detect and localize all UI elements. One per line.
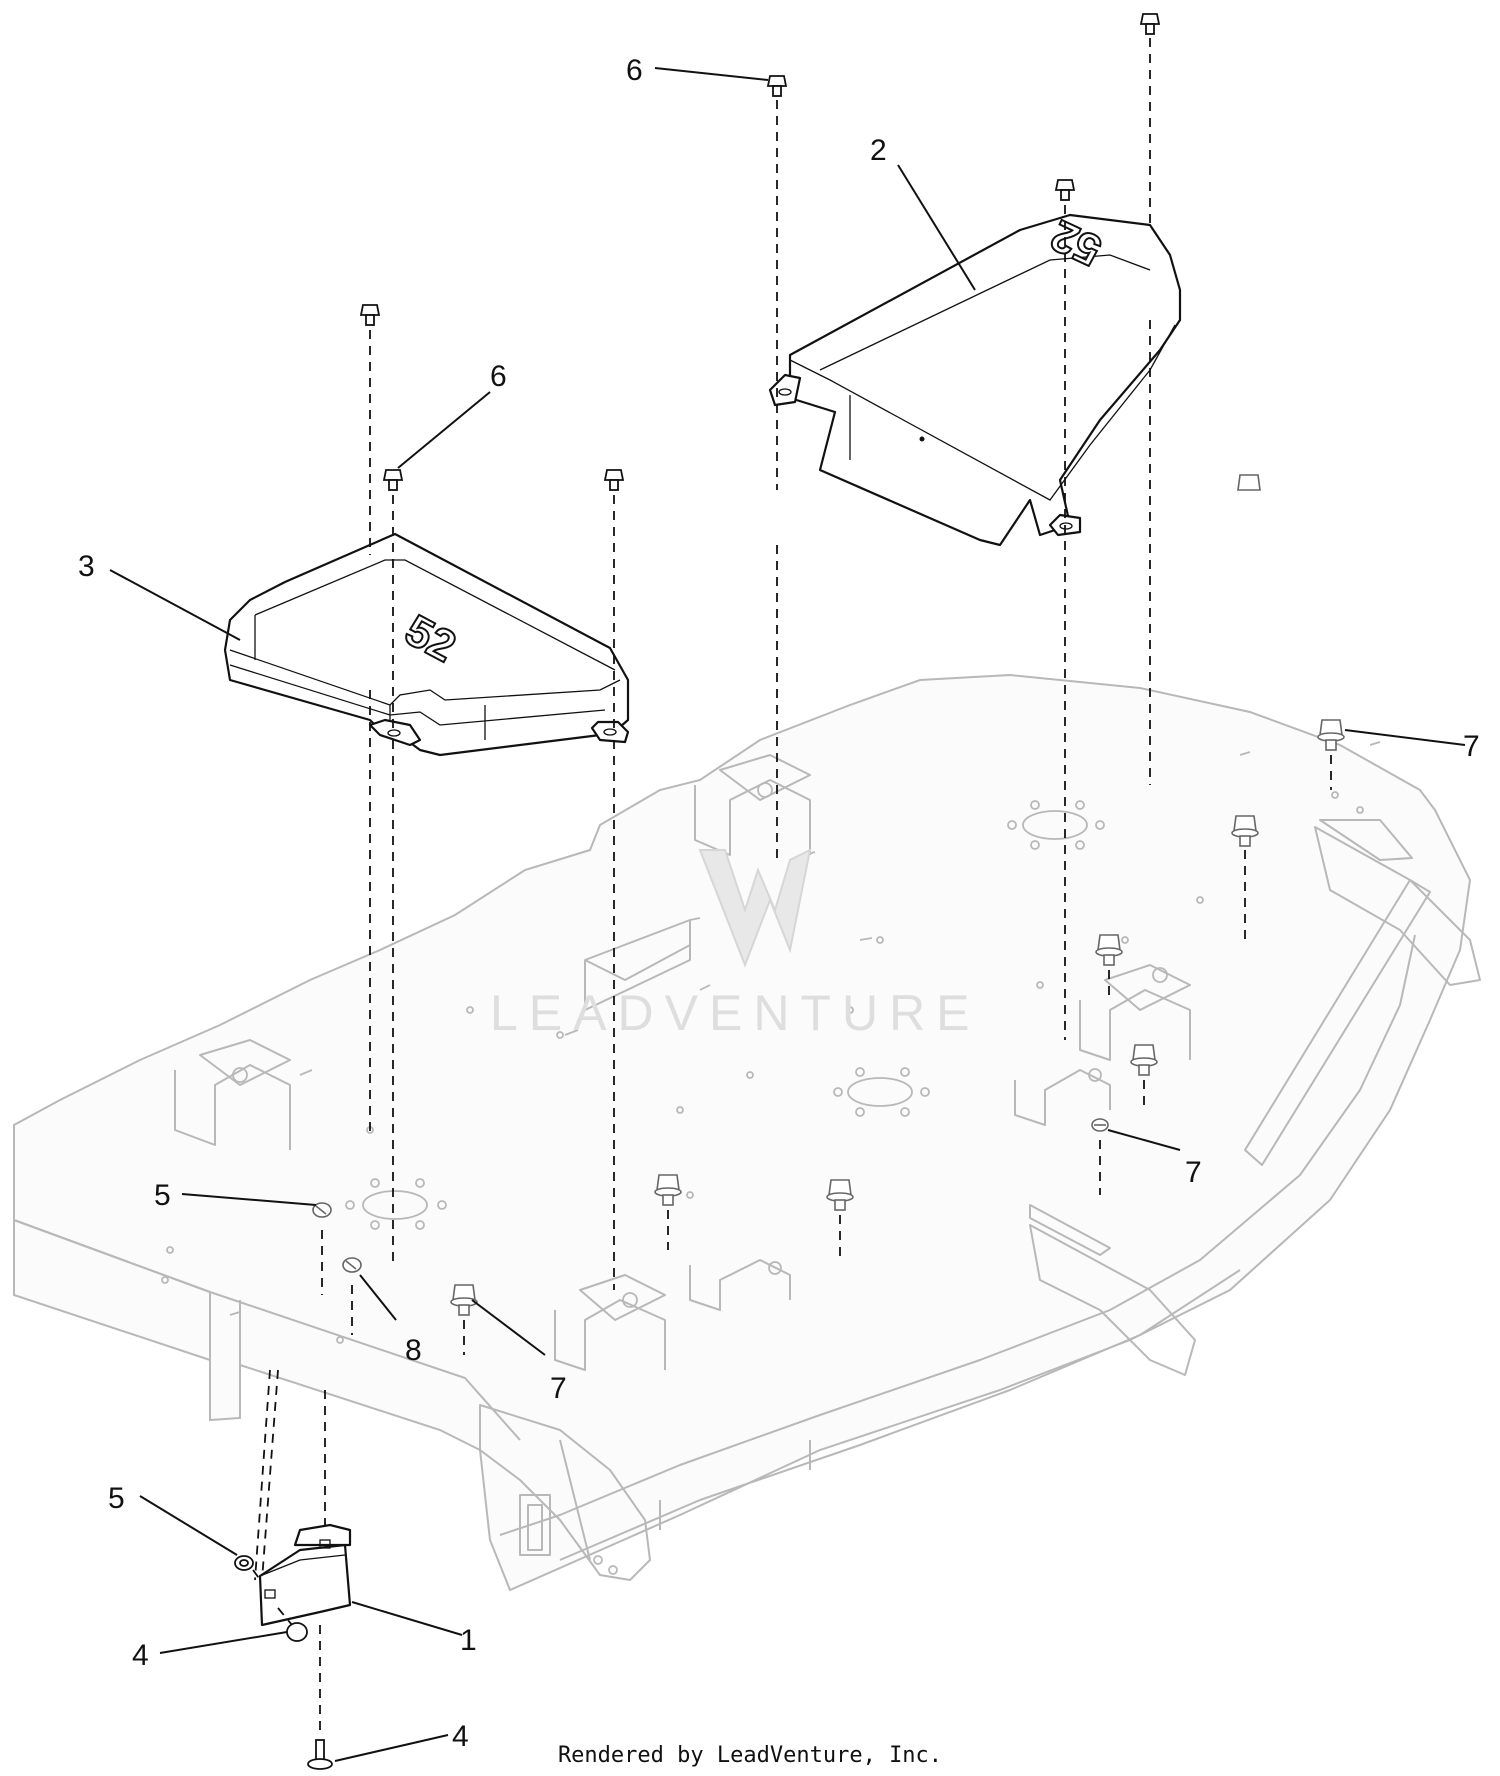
callout-7-right: 7: [1463, 730, 1480, 763]
callout-5-upper: 5: [154, 1179, 171, 1212]
render-credit: Rendered by LeadVenture, Inc.: [558, 1743, 942, 1768]
shield-bracket: [258, 1523, 352, 1627]
callout-5-lower: 5: [108, 1482, 125, 1515]
pin-4: [277, 1607, 308, 1642]
callout-7-left: 7: [550, 1372, 567, 1405]
flange-bolt-7-left: [450, 1284, 478, 1316]
bolt-far-right: [1139, 13, 1161, 35]
flange-bolt-7-c: [1130, 1044, 1158, 1076]
callout-3: 3: [78, 550, 95, 583]
right-belt-cover: 52: [768, 209, 1182, 547]
flange-bolt-7-a: [1231, 815, 1259, 847]
clip-8: [342, 1257, 362, 1273]
callout-8: 8: [405, 1334, 422, 1367]
callout-numbers: 6 2 6 3 7 7 5 8 7 5 1 4 4: [78, 54, 1480, 1753]
watermark: LEADVENTURE: [490, 848, 981, 1041]
callout-2: 2: [870, 134, 887, 167]
bolt-6-top: [766, 75, 788, 97]
callout-4-bottom: 4: [452, 1720, 469, 1753]
flange-bolt-right-2: [1237, 474, 1261, 491]
left-belt-cover: 52: [223, 532, 630, 757]
spring-clip-7: [1091, 1118, 1109, 1132]
bolt-mid-right: [1054, 179, 1076, 201]
bolt-left-3: [603, 469, 625, 491]
callout-7-middle: 7: [1185, 1156, 1202, 1189]
bolt-4-bottom: [307, 1739, 333, 1770]
watermark-text: LEADVENTURE: [490, 985, 981, 1041]
callout-6-left: 6: [490, 360, 507, 393]
flange-bolt-7-b: [1095, 934, 1123, 966]
clip-5-lower: [234, 1555, 254, 1571]
bolt-left-1: [359, 304, 381, 326]
clip-5-upper: [312, 1202, 332, 1218]
callout-6-top: 6: [626, 54, 643, 87]
callout-4-left: 4: [132, 1639, 149, 1672]
fasteners: [234, 13, 1345, 1770]
bolt-left-6: [382, 469, 404, 491]
mower-deck: [13, 673, 1481, 1592]
flange-bolt-center-1: [654, 1174, 682, 1206]
flange-bolt-7-right: [1317, 719, 1345, 751]
leader-lines: [109, 67, 1466, 1762]
callout-1: 1: [460, 1624, 477, 1657]
watermark-logo-icon: [698, 848, 812, 968]
flange-bolt-center-2: [826, 1179, 854, 1211]
